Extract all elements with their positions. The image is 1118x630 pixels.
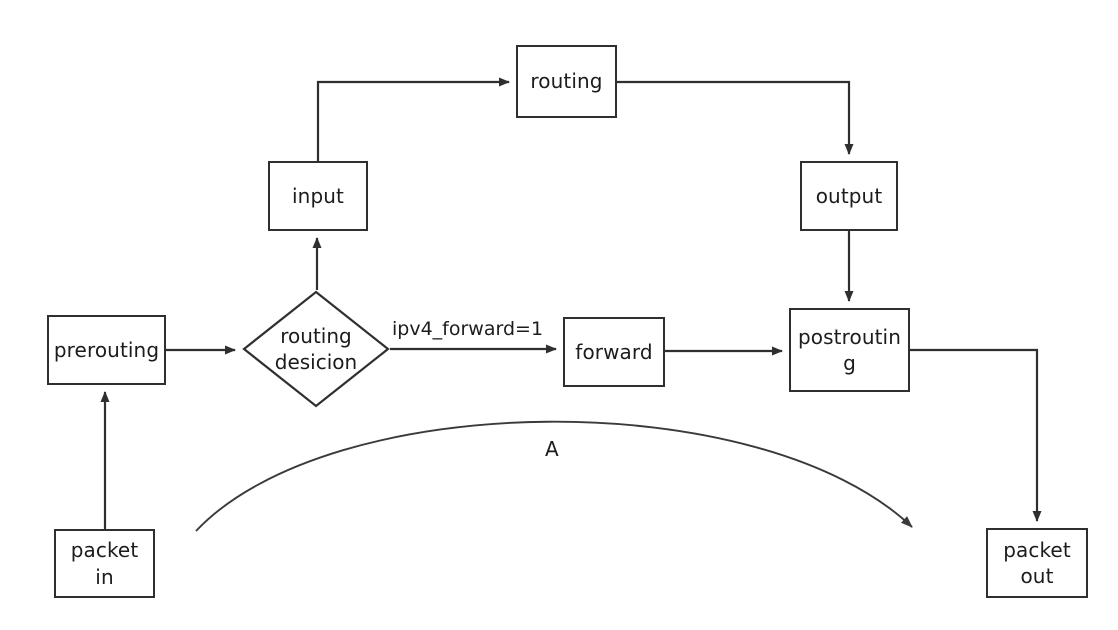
node-forward-label: forward	[575, 339, 653, 364]
node-input-label: input	[292, 183, 344, 208]
node-prerouting[interactable]: prerouting	[47, 315, 166, 385]
edge-label-arc-a: A	[545, 437, 559, 461]
node-postrouting[interactable]: postrouting	[789, 308, 910, 392]
node-forward[interactable]: forward	[563, 317, 665, 387]
node-routing-decision[interactable]: routing desicion	[242, 290, 390, 408]
edge-label-ipv4-forward: ipv4_forward=1	[392, 318, 544, 340]
node-packet-out[interactable]: packet out	[986, 528, 1088, 598]
node-routing[interactable]: routing	[516, 45, 617, 118]
node-output-label: output	[815, 183, 883, 208]
edge-postrouting-to-packet-out	[910, 348, 1042, 522]
edge-input-to-routing	[316, 77, 510, 161]
diamond-shape	[242, 290, 390, 408]
node-postrouting-label: postrouting	[798, 324, 901, 375]
node-packet-in[interactable]: packet in	[54, 529, 155, 598]
node-packet-in-label: packet in	[70, 538, 139, 589]
node-packet-out-label: packet out	[1003, 537, 1071, 588]
edge-arc-a	[195, 420, 913, 532]
edge-routing-to-output	[617, 80, 854, 155]
node-prerouting-label: prerouting	[53, 337, 160, 362]
node-output[interactable]: output	[800, 161, 898, 231]
node-routing-label: routing	[530, 69, 603, 94]
node-input[interactable]: input	[268, 161, 368, 231]
